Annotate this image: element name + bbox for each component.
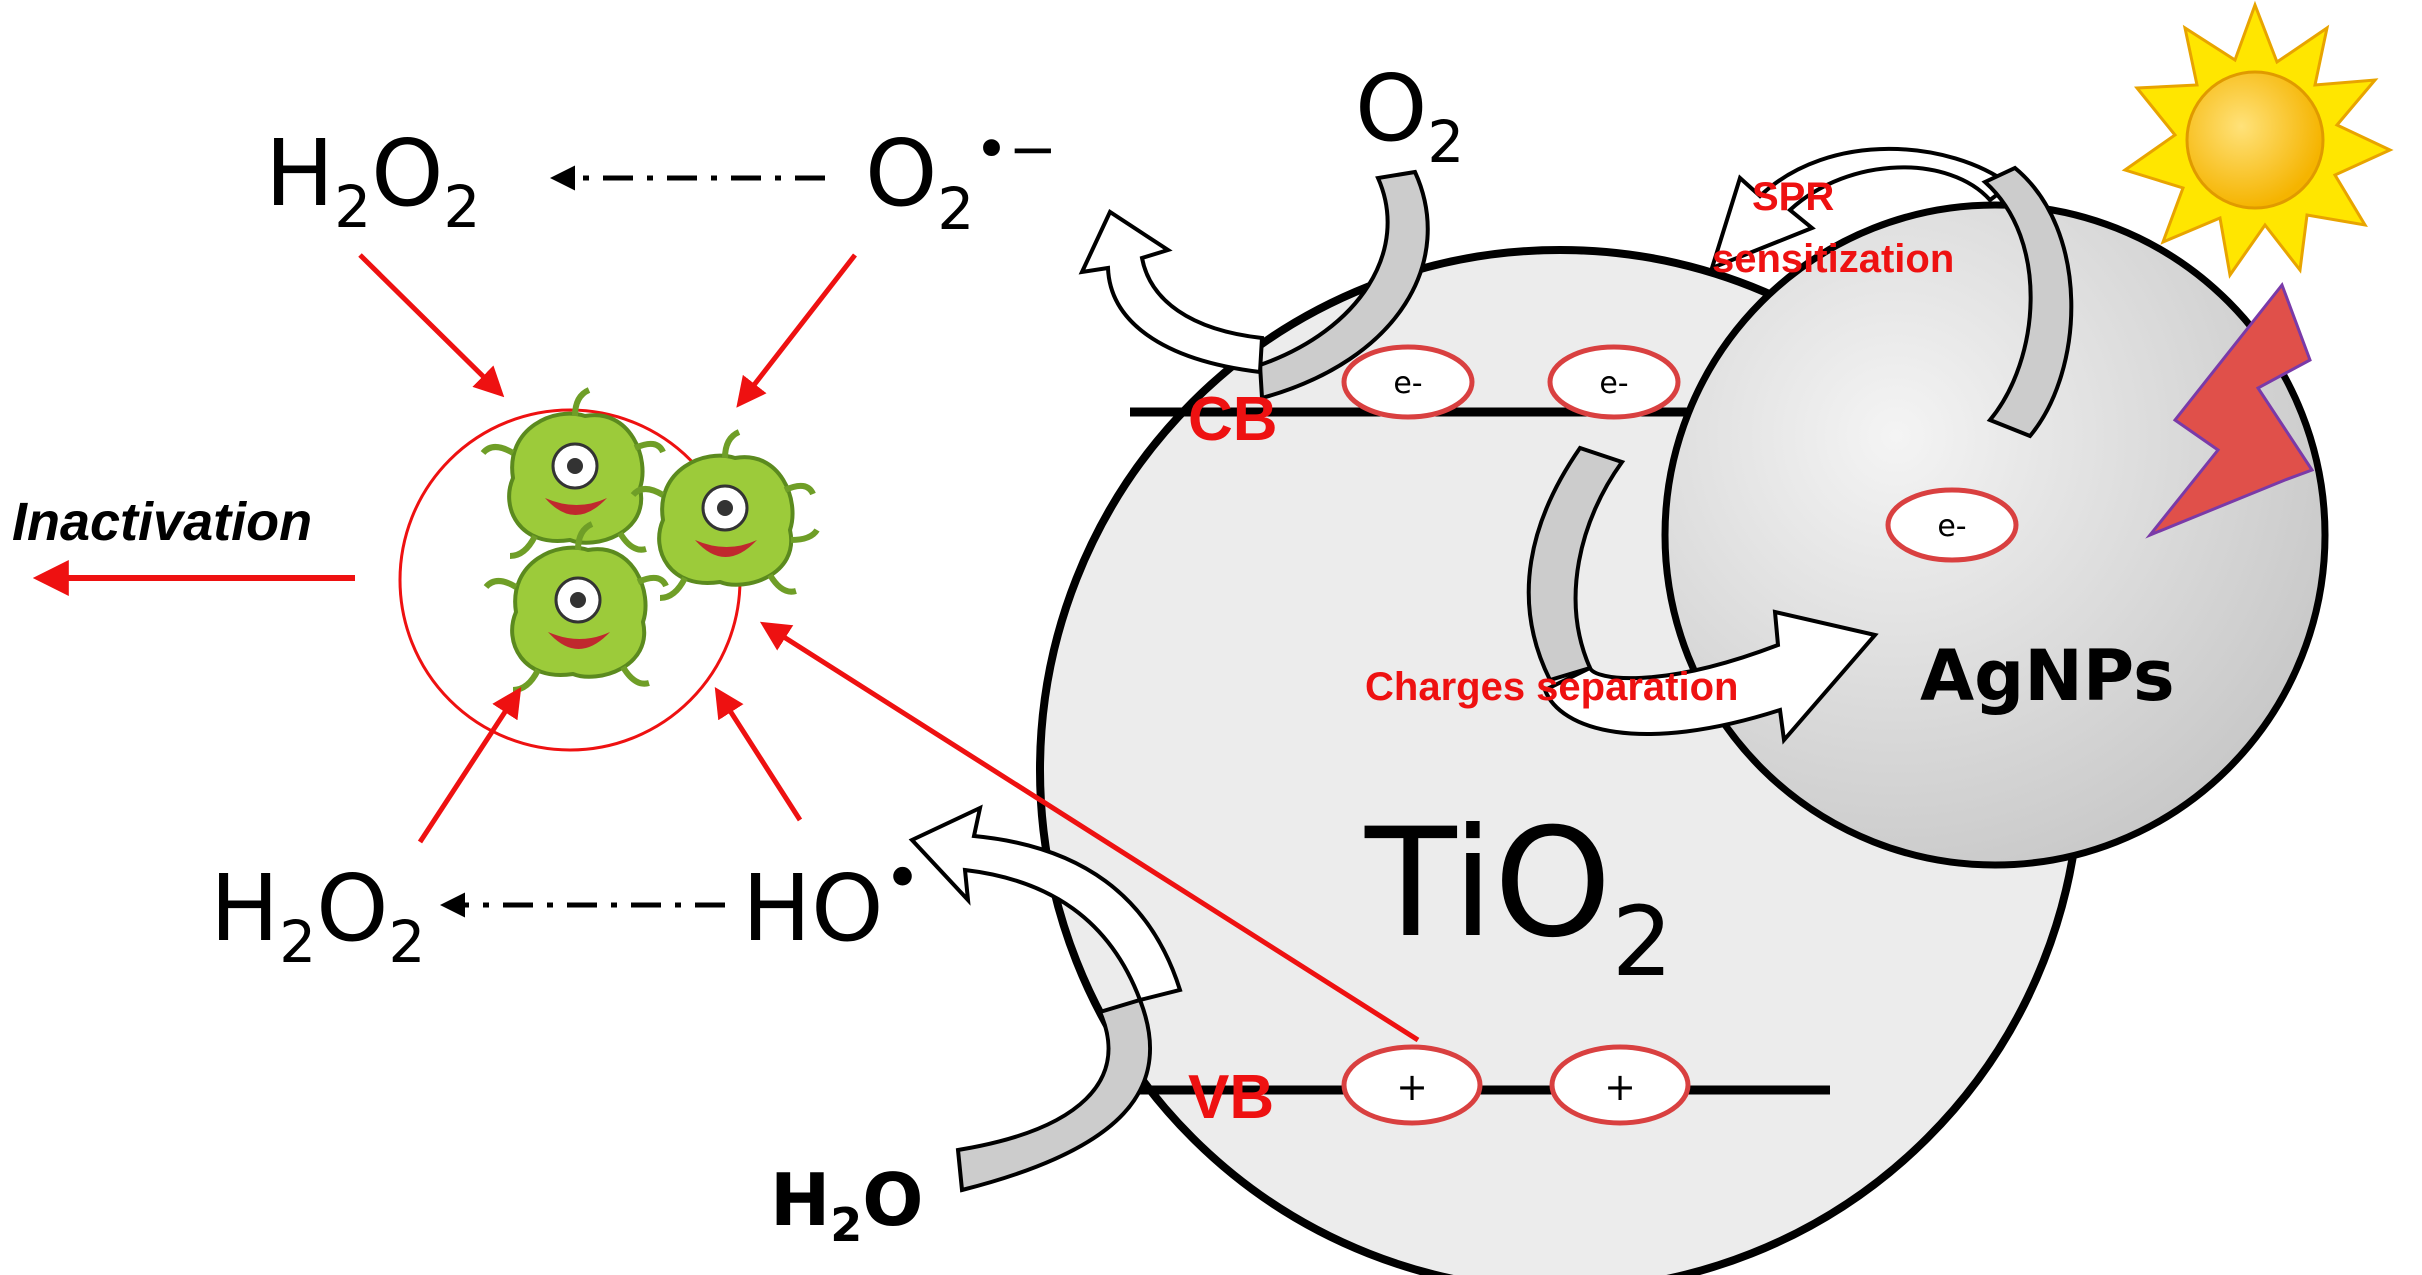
charges-separation-label: Charges separation bbox=[1365, 665, 1738, 709]
inactivation-label: Inactivation bbox=[12, 492, 312, 552]
spr-label-line2: sensitization bbox=[1712, 237, 1954, 281]
spr-hollow-arrow bbox=[1708, 146, 2014, 272]
h2o-curved-band bbox=[955, 997, 1153, 1193]
electron-label: e- bbox=[1393, 366, 1422, 401]
hole-label: + bbox=[1396, 1065, 1428, 1109]
spr-grey-band bbox=[1981, 165, 2074, 439]
electron-agnps: e- bbox=[1885, 487, 2019, 563]
arrow-h2o2-to-microbes bbox=[358, 253, 505, 398]
hole-vb-2: + bbox=[1549, 1044, 1691, 1126]
h2o2-bottom-label: H2O2 bbox=[210, 855, 425, 976]
hole-label: + bbox=[1604, 1065, 1636, 1109]
electron-label: e- bbox=[1599, 366, 1628, 401]
electron-cb-2: e- bbox=[1547, 344, 1681, 420]
vb-label: VB bbox=[1188, 1063, 1274, 1132]
hydroxyl-formation-arrow bbox=[908, 804, 1183, 1003]
cb-label: CB bbox=[1188, 385, 1278, 454]
superoxide-label: O2•− bbox=[865, 115, 1057, 243]
electron-cb-1: e- bbox=[1341, 344, 1475, 420]
arrow-hole-to-microbes bbox=[759, 621, 1420, 1043]
microbe-icon bbox=[480, 387, 666, 559]
superoxide-formation-arrow bbox=[1078, 209, 1265, 375]
charges-grey-band bbox=[1526, 445, 1626, 683]
o2-label: O2 bbox=[1355, 55, 1464, 176]
microbe-icon bbox=[630, 429, 820, 601]
agnps-label: AgNPs bbox=[1920, 635, 2175, 717]
charges-hollow-arrow bbox=[1542, 609, 1879, 745]
arrow-hydroxyl-to-microbes bbox=[714, 686, 803, 822]
tio2-label: TiO2 bbox=[1364, 797, 1673, 998]
sun-icon bbox=[2121, 0, 2394, 279]
microbe-icon bbox=[483, 521, 669, 693]
hydroxyl-label: HO• bbox=[742, 842, 921, 962]
spr-label-line1: SPR bbox=[1752, 175, 1834, 219]
hole-vb-1: + bbox=[1341, 1044, 1483, 1126]
h2o-label: H2O bbox=[770, 1158, 924, 1252]
electron-label: e- bbox=[1937, 509, 1966, 544]
arrow-superoxide-to-microbes bbox=[736, 253, 857, 408]
o2-curved-band bbox=[1257, 169, 1430, 401]
lightning-icon bbox=[2145, 281, 2315, 539]
h2o2-top-label: H2O2 bbox=[265, 120, 480, 241]
arrow-h2o2b-to-microbes bbox=[417, 686, 522, 844]
